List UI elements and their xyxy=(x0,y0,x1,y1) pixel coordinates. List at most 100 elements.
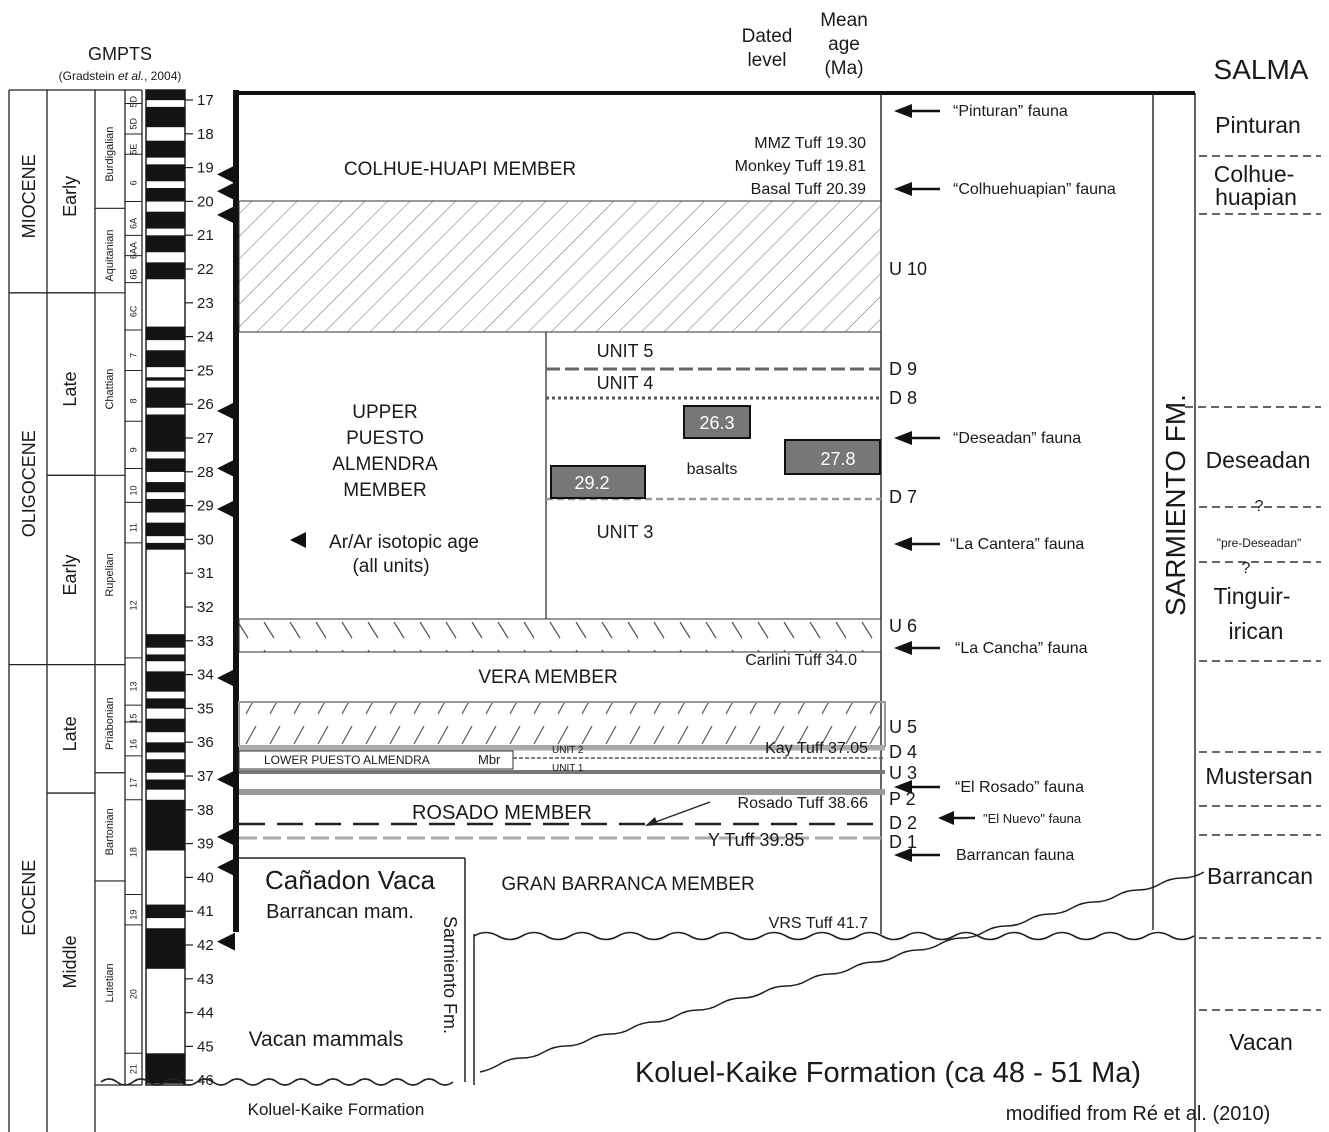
age-tick-label: 29 xyxy=(197,498,214,515)
chron-column: 5D5D5E66A6AA6B6C789101112131516171819202… xyxy=(125,96,142,1074)
rosado-arrow-shaft xyxy=(649,801,711,825)
stage-label: Chattian xyxy=(104,369,116,410)
basalt-box-2 xyxy=(550,465,646,499)
level-d2: D 2 xyxy=(889,813,917,833)
polarity-normal-block xyxy=(146,482,185,493)
tuff-carlini: Carlini Tuff 34.0 xyxy=(745,652,857,669)
polarity-normal-block xyxy=(146,164,185,182)
age-tick-label: 41 xyxy=(197,903,214,920)
age-tick-label: 31 xyxy=(197,565,214,582)
age-tick-label: 25 xyxy=(197,362,214,379)
level-p2: P 2 xyxy=(889,789,916,809)
salma-deseadan: Deseadan xyxy=(1206,447,1311,473)
age-ticks: 1718192021222324252627282930313233343536… xyxy=(185,92,214,1089)
age-tick-label: 20 xyxy=(197,193,214,210)
fauna-la-cancha: “La Cancha” fauna xyxy=(955,640,1088,657)
salma-barrancan: Barrancan xyxy=(1207,863,1313,889)
source-note: modified from Ré et al. (2010) xyxy=(1006,1103,1271,1125)
polarity-normal-block xyxy=(146,140,185,158)
polarity-normal-block xyxy=(146,928,185,969)
dated-level-line1: Dated xyxy=(742,26,793,47)
polarity-normal-block xyxy=(146,799,185,851)
age-tick-label: 18 xyxy=(197,126,214,143)
age-tick-label: 36 xyxy=(197,734,214,751)
fauna-el-nuevo: "El Nuevo" fauna xyxy=(983,811,1082,826)
tuff-y: Y Tuff 39.85 xyxy=(708,830,804,850)
hatch-zone-u5 xyxy=(238,701,886,747)
unconformity-diagonal xyxy=(479,871,1205,1073)
level-d8: D 8 xyxy=(889,388,917,408)
age-tick-label: 44 xyxy=(197,1005,214,1022)
unconformity-upper xyxy=(473,931,1195,941)
age-marker-triangle-icon xyxy=(217,932,235,951)
polarity-normal-block xyxy=(146,188,185,202)
age-tick-label: 43 xyxy=(197,971,214,988)
polarity-normal-block xyxy=(146,654,185,662)
subepoch-label: Middle xyxy=(60,935,80,988)
upper-puesto-line2: PUESTO xyxy=(346,428,424,449)
polarity-normal-block xyxy=(146,387,185,408)
lower-puesto-box xyxy=(238,750,514,770)
chron-label: 11 xyxy=(128,523,138,532)
age-tick-label: 23 xyxy=(197,295,214,312)
tuff-mmz: MMZ Tuff 19.30 xyxy=(754,135,866,152)
sarmiento-fm-label: SARMIENTO FM. xyxy=(1160,394,1191,616)
fauna-el-rosado: “El Rosado” fauna xyxy=(955,779,1084,796)
polarity-normal-block xyxy=(146,742,185,753)
age-tick-label: 42 xyxy=(197,937,214,954)
tuff-kay: Kay Tuff 37.05 xyxy=(765,740,868,757)
salma-question-1: ? xyxy=(1255,498,1264,515)
level-u6: U 6 xyxy=(889,616,917,636)
dated-level-line2: level xyxy=(747,50,786,71)
basalt-box-1 xyxy=(683,405,751,439)
chron-label: 5D xyxy=(128,117,138,129)
epoch-label: EOCENE xyxy=(19,860,39,936)
ar-ar-triangle-icon xyxy=(290,532,306,548)
chron-label: 6C xyxy=(128,305,138,317)
age-marker-triangle-icon xyxy=(217,827,235,846)
subepoch-label: Early xyxy=(60,554,80,595)
salma-tinguiririan-1: Tinguir- xyxy=(1213,583,1290,609)
chron-label: 5D xyxy=(128,96,138,108)
level-d4: D 4 xyxy=(889,742,917,762)
polarity-normal-block xyxy=(146,235,185,253)
age-tick-label: 21 xyxy=(197,227,214,244)
unconformity-lower xyxy=(100,1078,454,1086)
age-tick-label: 22 xyxy=(197,261,214,278)
rosado-arrow-head-icon xyxy=(645,817,658,826)
basalt-age-1: 26.3 xyxy=(699,413,734,433)
polarity-normal-block xyxy=(146,779,185,790)
citation-italic: et al. xyxy=(118,69,144,83)
salma-header: SALMA xyxy=(1214,54,1309,85)
chron-label: 12 xyxy=(128,600,138,610)
stage-label: Aquitanian xyxy=(104,230,116,282)
ar-ar-sublabel: (all units) xyxy=(352,556,429,577)
age-tick-label: 26 xyxy=(197,396,214,413)
chron-label: 6B xyxy=(128,269,138,280)
age-marker-triangle-icon xyxy=(217,165,235,184)
polarity-normal-block xyxy=(146,414,185,452)
polarity-normal-block xyxy=(146,698,185,709)
sarmiento-fm-small-label: Sarmiento Fm. xyxy=(440,916,460,1034)
basalt-age-3: 27.8 xyxy=(820,449,855,469)
basalt-age-2: 29.2 xyxy=(574,473,609,493)
level-u3: U 3 xyxy=(889,763,917,783)
salma-tinguiririan-2: irican xyxy=(1229,618,1284,644)
polarity-normal-block xyxy=(146,106,185,128)
polarity-normal-block xyxy=(146,211,185,229)
polarity-normal-block xyxy=(146,1053,185,1084)
tuff-rosado: Rosado Tuff 38.66 xyxy=(738,795,869,812)
age-tick-label: 17 xyxy=(197,92,214,109)
age-tick-label: 28 xyxy=(197,464,214,481)
age-tick-label: 19 xyxy=(197,160,214,177)
salma-boundaries xyxy=(1185,155,1321,1011)
unit2-label: UNIT 2 xyxy=(552,745,584,756)
age-marker-triangle-icon xyxy=(217,401,235,420)
polarity-normal-block xyxy=(146,262,185,280)
chron-label: 10 xyxy=(128,485,138,495)
age-marker-triangle-icon xyxy=(217,205,235,224)
polarity-normal-block xyxy=(146,718,185,733)
